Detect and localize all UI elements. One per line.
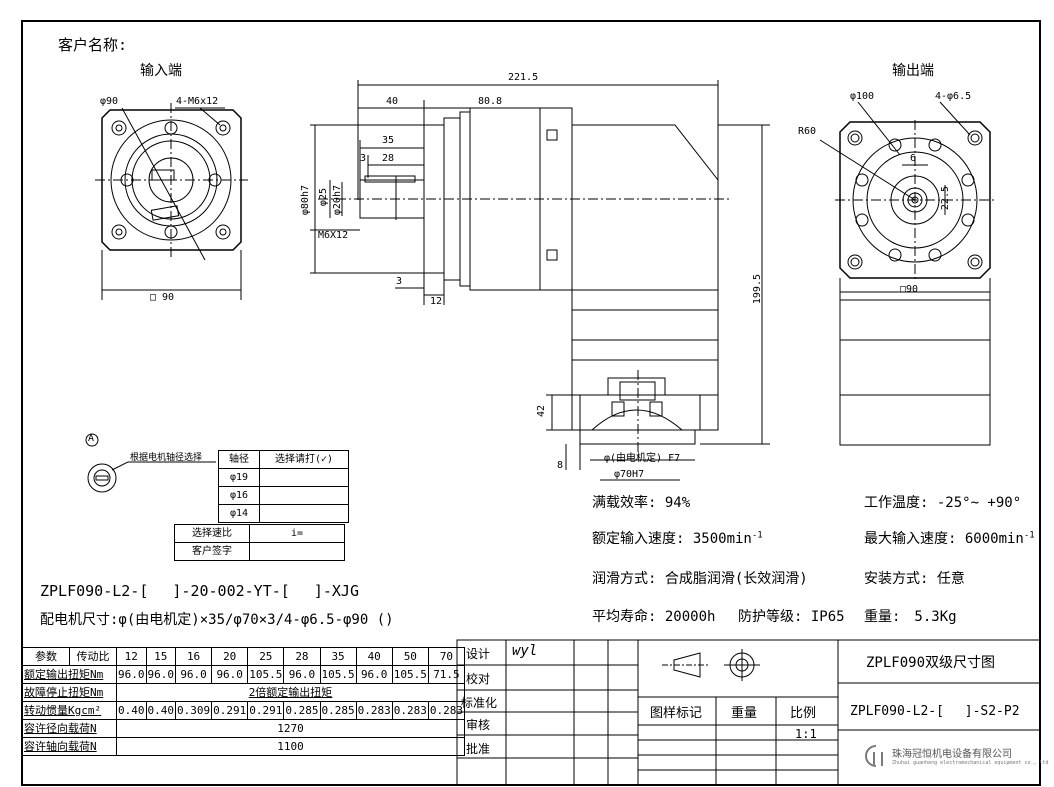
dim-80: 80.8 bbox=[478, 96, 503, 107]
tb-company-en: Zhuhai guanheng electromechanical equipm… bbox=[892, 760, 1049, 766]
dim-12: 12 bbox=[430, 296, 443, 307]
spec-max-speed: 最大输入速度: 6000min-1 bbox=[864, 530, 1035, 547]
tb-company: 珠海冠恒机电设备有限公司 bbox=[892, 749, 1012, 760]
sign-label: 客户签字 bbox=[174, 542, 250, 561]
param-estop-label: 故障停止扭矩Nm bbox=[22, 683, 117, 702]
spec-weight: 重量: 5.3Kg bbox=[864, 609, 957, 625]
spec-efficiency: 满载效率: 94% bbox=[592, 495, 691, 511]
tb-weight: 重量 bbox=[731, 706, 758, 721]
param-inertia-row: 转动惯量Kgcm² 0.40 0.40 0.309 0.291 0.291 0.… bbox=[22, 701, 466, 720]
side-view bbox=[310, 80, 770, 481]
tb-scale-value: 1:1 bbox=[795, 727, 817, 741]
model-code: ZPLF090-L2-[ ]-20-002-YT-[ ]-XJG bbox=[40, 582, 359, 600]
section-a-label: A bbox=[88, 433, 95, 444]
param-h: 70 bbox=[427, 647, 466, 666]
param-axial-value: 1100 bbox=[116, 737, 465, 756]
dim-35: 35 bbox=[382, 135, 395, 146]
tb-drawing-no: ZPLF090-L2-[ ]-S2-P2 bbox=[850, 704, 1020, 719]
spec-protection: 防护等级: IP65 bbox=[738, 609, 845, 625]
tb-sample-mark: 图样标记 bbox=[650, 706, 703, 721]
sign-field[interactable] bbox=[249, 542, 345, 561]
motor-shaft-label: φ(由电机定) F7 bbox=[604, 453, 681, 464]
input-end-view bbox=[95, 103, 248, 300]
param-cell: 96.0 bbox=[283, 665, 321, 684]
dim-3a: 3 bbox=[360, 153, 367, 164]
r60-label: R60 bbox=[798, 126, 817, 137]
tb-scale: 比例 bbox=[790, 706, 817, 721]
spec-mount: 安装方式: 任意 bbox=[864, 571, 965, 587]
company-logo-icon bbox=[865, 745, 883, 767]
shaft-select-title: 根据电机轴径选择 bbox=[130, 453, 203, 463]
output-holes-label: 4-φ6.5 bbox=[935, 91, 972, 102]
tb-standard-label: 标准化 bbox=[461, 696, 498, 710]
param-cell: 0.285 bbox=[319, 701, 357, 720]
motor-dims: 配电机尺寸:φ(由电机定)×35/φ70×3/4-φ6.5-φ90 () bbox=[40, 612, 394, 628]
tb-designer: wyl bbox=[512, 643, 538, 659]
parameter-table: 参数 传动比 12 15 16 20 25 28 35 40 50 70 额定输… bbox=[22, 647, 466, 756]
tb-review-label: 审核 bbox=[466, 718, 491, 732]
param-cell: 0.40 bbox=[145, 701, 176, 720]
input-holes-label: 4-M6x12 bbox=[176, 96, 219, 107]
spec-rated-speed: 额定输入速度: 3500min-1 bbox=[592, 530, 763, 547]
dim-8: 8 bbox=[557, 460, 564, 471]
input-dia-label: φ90 bbox=[100, 96, 119, 107]
dim-221: 221.5 bbox=[508, 72, 539, 83]
dim-28: 28 bbox=[382, 153, 395, 164]
param-cell: 0.283 bbox=[427, 701, 466, 720]
customer-name-label: 客户名称: bbox=[58, 36, 128, 54]
m6-label: M6X12 bbox=[318, 230, 349, 241]
spec-temp: 工作温度: -25°~ +90° bbox=[864, 495, 1022, 511]
output-end-view bbox=[819, 101, 997, 446]
param-estop-value: 2倍额定输出扭矩 bbox=[116, 683, 465, 702]
spec-life: 平均寿命: 20000h bbox=[592, 609, 716, 625]
param-cell: 71.5 bbox=[427, 665, 466, 684]
dim-70h7: φ70H7 bbox=[614, 469, 645, 480]
param-estop-row: 故障停止扭矩Nm 2倍额定输出扭矩 bbox=[22, 683, 465, 702]
dim-3b: 3 bbox=[396, 276, 403, 287]
output-end-title: 输出端 bbox=[892, 63, 934, 79]
input-end-title: 输入端 bbox=[140, 63, 182, 79]
output-square-label: □90 bbox=[900, 284, 919, 295]
param-axial-row: 容许轴向载荷N 1100 bbox=[22, 737, 465, 756]
shaft-section-symbol bbox=[85, 433, 216, 493]
shaft-check-14[interactable] bbox=[259, 504, 349, 523]
tb-check-label: 校对 bbox=[466, 672, 491, 686]
input-square-label: □ 90 bbox=[150, 292, 175, 303]
param-h-ratio: 传动比 bbox=[69, 647, 117, 666]
dim-40: 40 bbox=[386, 96, 399, 107]
output-dia-label: φ100 bbox=[850, 91, 875, 102]
tb-design-label: 设计 bbox=[466, 647, 491, 661]
spec-lube: 润滑方式: 合成脂润滑(长效润滑) bbox=[592, 571, 808, 587]
param-cell: 96.0 bbox=[145, 665, 176, 684]
param-torque-row: 额定输出扭矩Nm 96.0 96.0 96.0 96.0 105.5 96.0 … bbox=[22, 665, 466, 684]
dim-6: 6 bbox=[910, 153, 917, 164]
param-cell: 96.0 bbox=[116, 665, 147, 684]
shaft-select-table: 轴径选择请打(✓) φ19 φ16 φ14 bbox=[218, 450, 349, 523]
param-axial-label: 容许轴向载荷N bbox=[22, 737, 117, 756]
tb-approve-label: 批准 bbox=[466, 742, 491, 756]
param-header-row: 参数 传动比 12 15 16 20 25 28 35 40 50 70 bbox=[22, 647, 466, 666]
tb-drawing-title: ZPLF090双级尺寸图 bbox=[866, 655, 996, 671]
param-inertia-label: 转动惯量Kgcm² bbox=[22, 701, 117, 720]
